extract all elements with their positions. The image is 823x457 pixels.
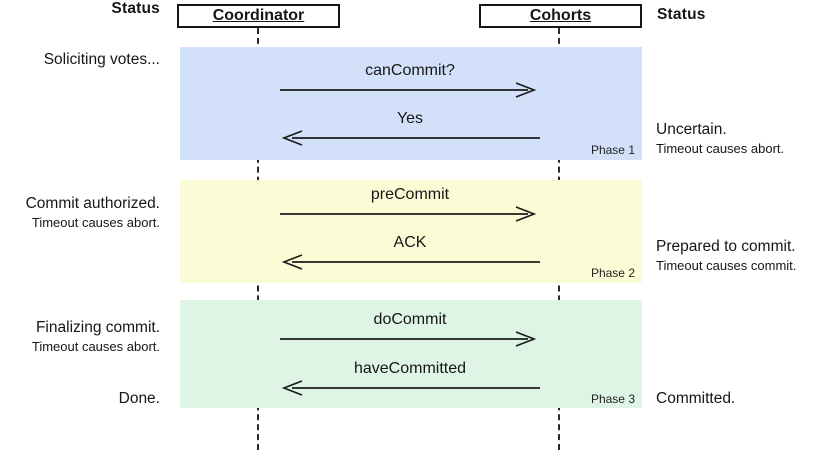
arrow-left-icon — [281, 130, 540, 146]
phase1-band — [180, 47, 642, 160]
right-status-phase2-sub: Timeout causes commit. — [656, 258, 797, 273]
right-status-heading: Status — [657, 6, 706, 23]
arrow-right-icon — [280, 82, 537, 98]
right-status-phase3: Committed. — [656, 390, 736, 407]
message-label-docommit: doCommit — [373, 311, 447, 328]
cohorts-label: Cohorts — [529, 7, 592, 24]
right-status-phase2: Prepared to commit. — [656, 238, 796, 255]
phase1-label: Phase 1 — [590, 143, 635, 157]
arrow-right-icon — [280, 206, 537, 222]
message-label-havecommitted: haveCommitted — [353, 360, 467, 377]
left-status-heading: Status — [111, 0, 160, 17]
message-label-cancommit: canCommit? — [365, 62, 455, 79]
left-status-phase2: Commit authorized. — [25, 195, 160, 212]
message-label-yes: Yes — [396, 110, 424, 127]
left-status-phase1: Soliciting votes... — [43, 51, 160, 68]
arrow-right-icon — [280, 331, 537, 347]
right-status-phase1: Uncertain. — [656, 121, 727, 138]
arrow-left-icon — [281, 380, 540, 396]
coordinator-box: Coordinator — [177, 4, 340, 28]
message-label-precommit: preCommit — [370, 186, 450, 203]
phase3-band — [180, 300, 642, 408]
left-status-phase2-sub: Timeout causes abort. — [31, 215, 160, 230]
right-status-phase1-sub: Timeout causes abort. — [656, 141, 785, 156]
cohorts-box: Cohorts — [479, 4, 642, 28]
phase3-label: Phase 3 — [590, 392, 635, 406]
message-label-ack: ACK — [393, 234, 427, 251]
left-status-phase3: Finalizing commit. — [35, 319, 160, 336]
left-status-done: Done. — [118, 390, 160, 407]
left-status-phase3-sub: Timeout causes abort. — [31, 339, 160, 354]
phase2-band — [180, 180, 642, 283]
coordinator-label: Coordinator — [212, 7, 305, 24]
phase2-label: Phase 2 — [590, 266, 635, 280]
arrow-left-icon — [281, 254, 540, 270]
